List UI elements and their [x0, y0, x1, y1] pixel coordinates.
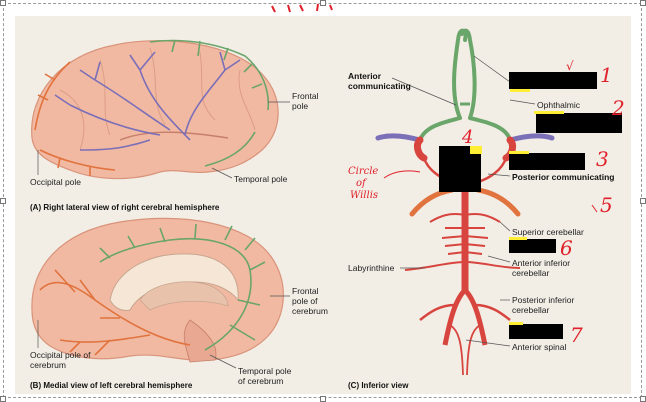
- caption-panel-b: (B) Medial view of left cerebral hemisph…: [30, 381, 193, 390]
- annotation-number-1: 1: [600, 63, 613, 87]
- anterior-cerebral-branches: [149, 39, 270, 167]
- label-superior-cerebellar: Superior cerebellar: [512, 227, 584, 237]
- label-temporal-pole-a: Temporal pole: [234, 174, 288, 184]
- label-anterior-spinal: Anterior spinal: [512, 342, 566, 352]
- label-labyrinthine: Labyrinthine: [348, 263, 395, 273]
- annotation-number-4: 4: [461, 127, 473, 148]
- brain-lateral-view: [31, 39, 290, 180]
- medial-posterior-cerebral-branches: [39, 269, 191, 356]
- top-ink-marks: [271, 3, 333, 13]
- caption-panel-a: (A) Right lateral view of right cerebral…: [30, 203, 220, 212]
- caption-panel-c: (C) Inferior view: [348, 381, 409, 390]
- sylvian-fissure: [119, 131, 229, 141]
- brainstem-cut: [183, 319, 217, 363]
- anterior-cerebral-arteries: [452, 28, 477, 120]
- anterior-spinal-artery: [449, 324, 481, 376]
- resize-handle-mid-left[interactable]: [0, 198, 6, 204]
- vertebral-arteries: [442, 288, 488, 346]
- label-occipital-pole-a: Occipital pole: [30, 177, 81, 187]
- annotation-number-7: 7: [570, 323, 583, 347]
- brain-medial-view: [31, 217, 290, 369]
- middle-cerebral-branches: [54, 51, 241, 151]
- posterior-cerebral-branches: [34, 61, 116, 176]
- resize-handle-top-mid[interactable]: [320, 0, 326, 6]
- internal-carotid-arteries: [413, 136, 517, 162]
- annotation-check: √: [566, 59, 574, 73]
- annotation-number-3: 3: [596, 147, 609, 171]
- annotation-number-5: 5: [600, 193, 613, 217]
- label-ophthalmic: Ophthalmic: [537, 100, 581, 110]
- pontine-branches: [404, 212, 521, 271]
- label-redactions: [439, 72, 622, 339]
- label-posterior-communicating: Posterior communicating: [512, 172, 615, 182]
- lateral-hemisphere-shape: [31, 40, 279, 180]
- corpus-callosum: [109, 253, 239, 311]
- annotation-number-2: 2: [611, 96, 625, 120]
- medial-anterior-cerebral-branches: [99, 223, 266, 351]
- resize-handle-top-left[interactable]: [0, 0, 6, 6]
- annotation-number-6: 6: [560, 236, 573, 260]
